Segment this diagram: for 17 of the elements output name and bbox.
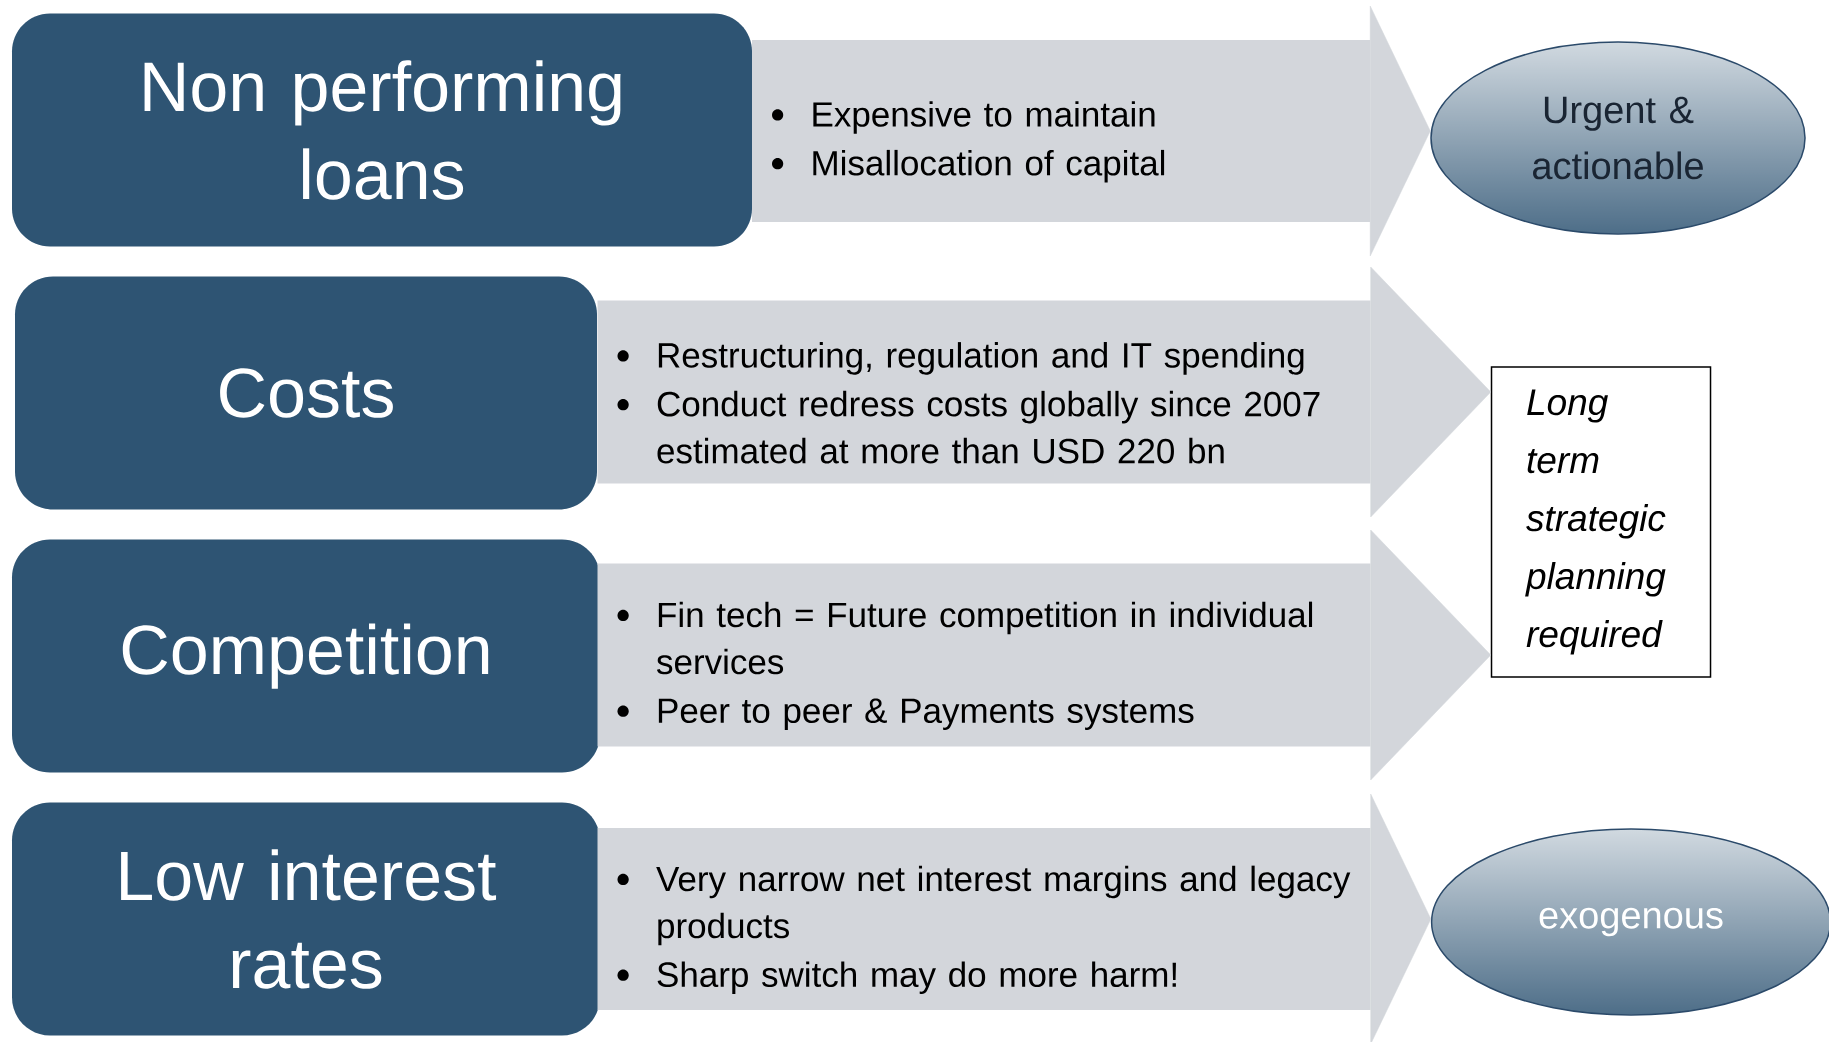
arrow xyxy=(1370,529,1491,781)
node-label: Misallocation of capital xyxy=(813,149,1165,183)
node-label: Very narrow net interest margins and legacy products xyxy=(656,865,1351,946)
category-box: Non performing loans xyxy=(12,13,752,247)
category-box: Competition xyxy=(12,539,600,773)
node-label: Conduct redress costs globally since 2007 estimated at more than USD 220 bn xyxy=(657,390,1320,464)
node-label: Peer to peer & Payments systems xyxy=(658,698,1194,731)
category-box: Low interest rates xyxy=(12,802,600,1036)
node-label: Sharp switch may do more harm! xyxy=(657,961,1176,995)
arrow xyxy=(1369,5,1431,257)
arrow xyxy=(1370,266,1491,518)
node-label: Restructuring, regulation and IT spending xyxy=(658,342,1304,375)
node-label: Expensive to maintain xyxy=(813,101,1155,134)
category-box: Costs xyxy=(15,276,597,510)
note-box: Long term strategic planning required xyxy=(1490,366,1712,678)
arrow xyxy=(1370,793,1432,1042)
node-label: Fin tech = Future competition in individual services xyxy=(656,601,1313,675)
